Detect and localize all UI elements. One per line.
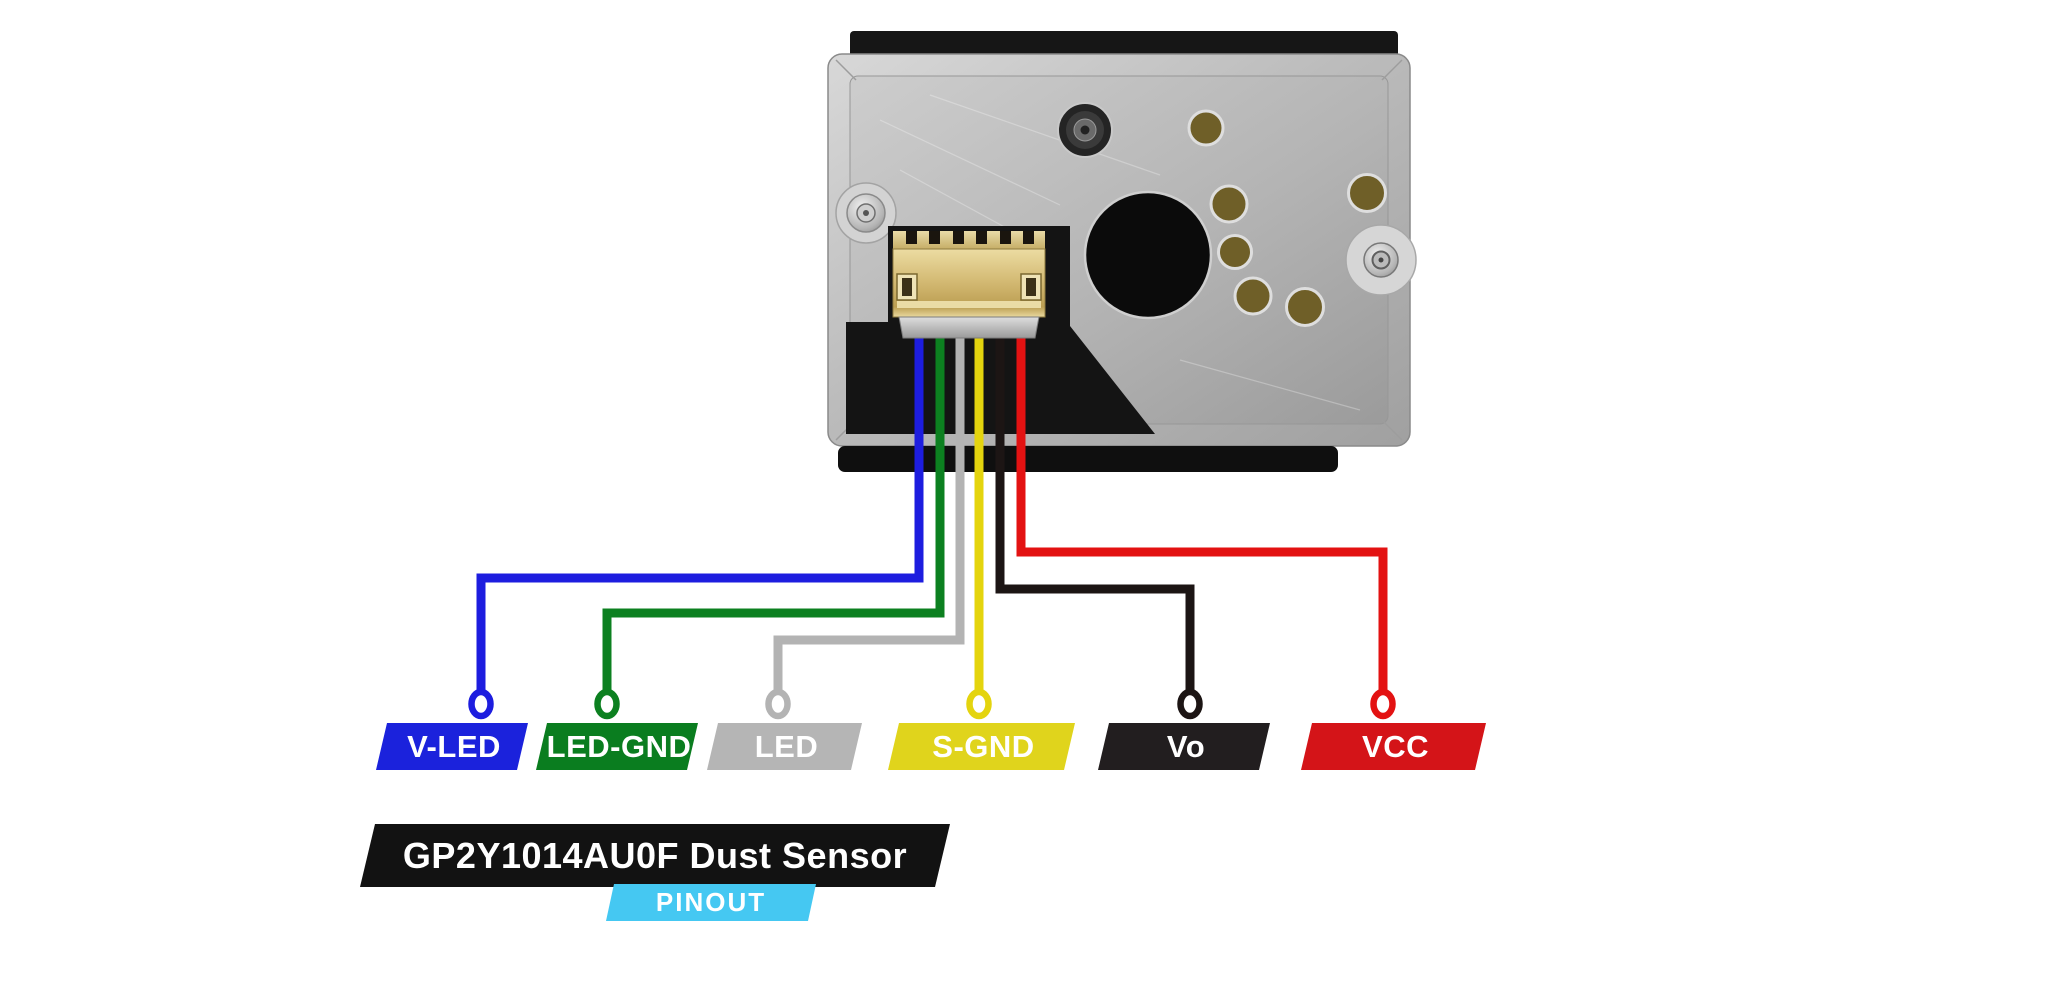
top-screw xyxy=(1057,102,1113,158)
ring-vcc xyxy=(1370,688,1396,720)
pinout-badge: PINOUT xyxy=(606,884,816,921)
ring-terminals xyxy=(468,688,1396,720)
vent-holes xyxy=(1187,109,1387,327)
ring-led-gnd xyxy=(594,688,620,720)
wires xyxy=(476,334,1388,693)
right-screw xyxy=(1345,224,1417,296)
connector-bracket xyxy=(898,316,1040,339)
connector xyxy=(892,231,1046,318)
scratches xyxy=(879,94,1361,411)
vent-hole xyxy=(1217,234,1253,270)
ring-v-led xyxy=(468,688,494,720)
page-title: GP2Y1014AU0F Dust Sensor xyxy=(360,824,950,887)
left-screw xyxy=(835,182,897,244)
vent-hole xyxy=(1233,276,1273,316)
label-led: LED xyxy=(707,723,862,770)
connector-highlight xyxy=(897,301,1041,308)
vent-hole xyxy=(1209,184,1249,224)
label-v-led: V-LED xyxy=(376,723,528,770)
connector-teeth-gaps xyxy=(906,231,1034,244)
wire-vcc xyxy=(1016,334,1388,693)
wire-led xyxy=(773,334,965,693)
connector-latches xyxy=(896,273,1042,301)
wire-v-led xyxy=(476,334,924,693)
dust-inlet-hole xyxy=(1083,190,1213,320)
wire-led-gnd xyxy=(602,334,945,693)
ring-vo xyxy=(1177,688,1203,720)
vent-hole xyxy=(1285,287,1325,327)
label-led-gnd: LED-GND xyxy=(536,723,698,770)
label-s-gnd: S-GND xyxy=(888,723,1075,770)
wire-vo xyxy=(995,334,1195,693)
label-vo: Vo xyxy=(1098,723,1270,770)
vent-hole xyxy=(1347,173,1387,213)
sensor-bottom-edge xyxy=(838,446,1338,472)
ring-s-gnd xyxy=(966,688,992,720)
label-vcc: VCC xyxy=(1301,723,1486,770)
vent-hole xyxy=(1187,109,1225,147)
ring-led xyxy=(765,688,791,720)
